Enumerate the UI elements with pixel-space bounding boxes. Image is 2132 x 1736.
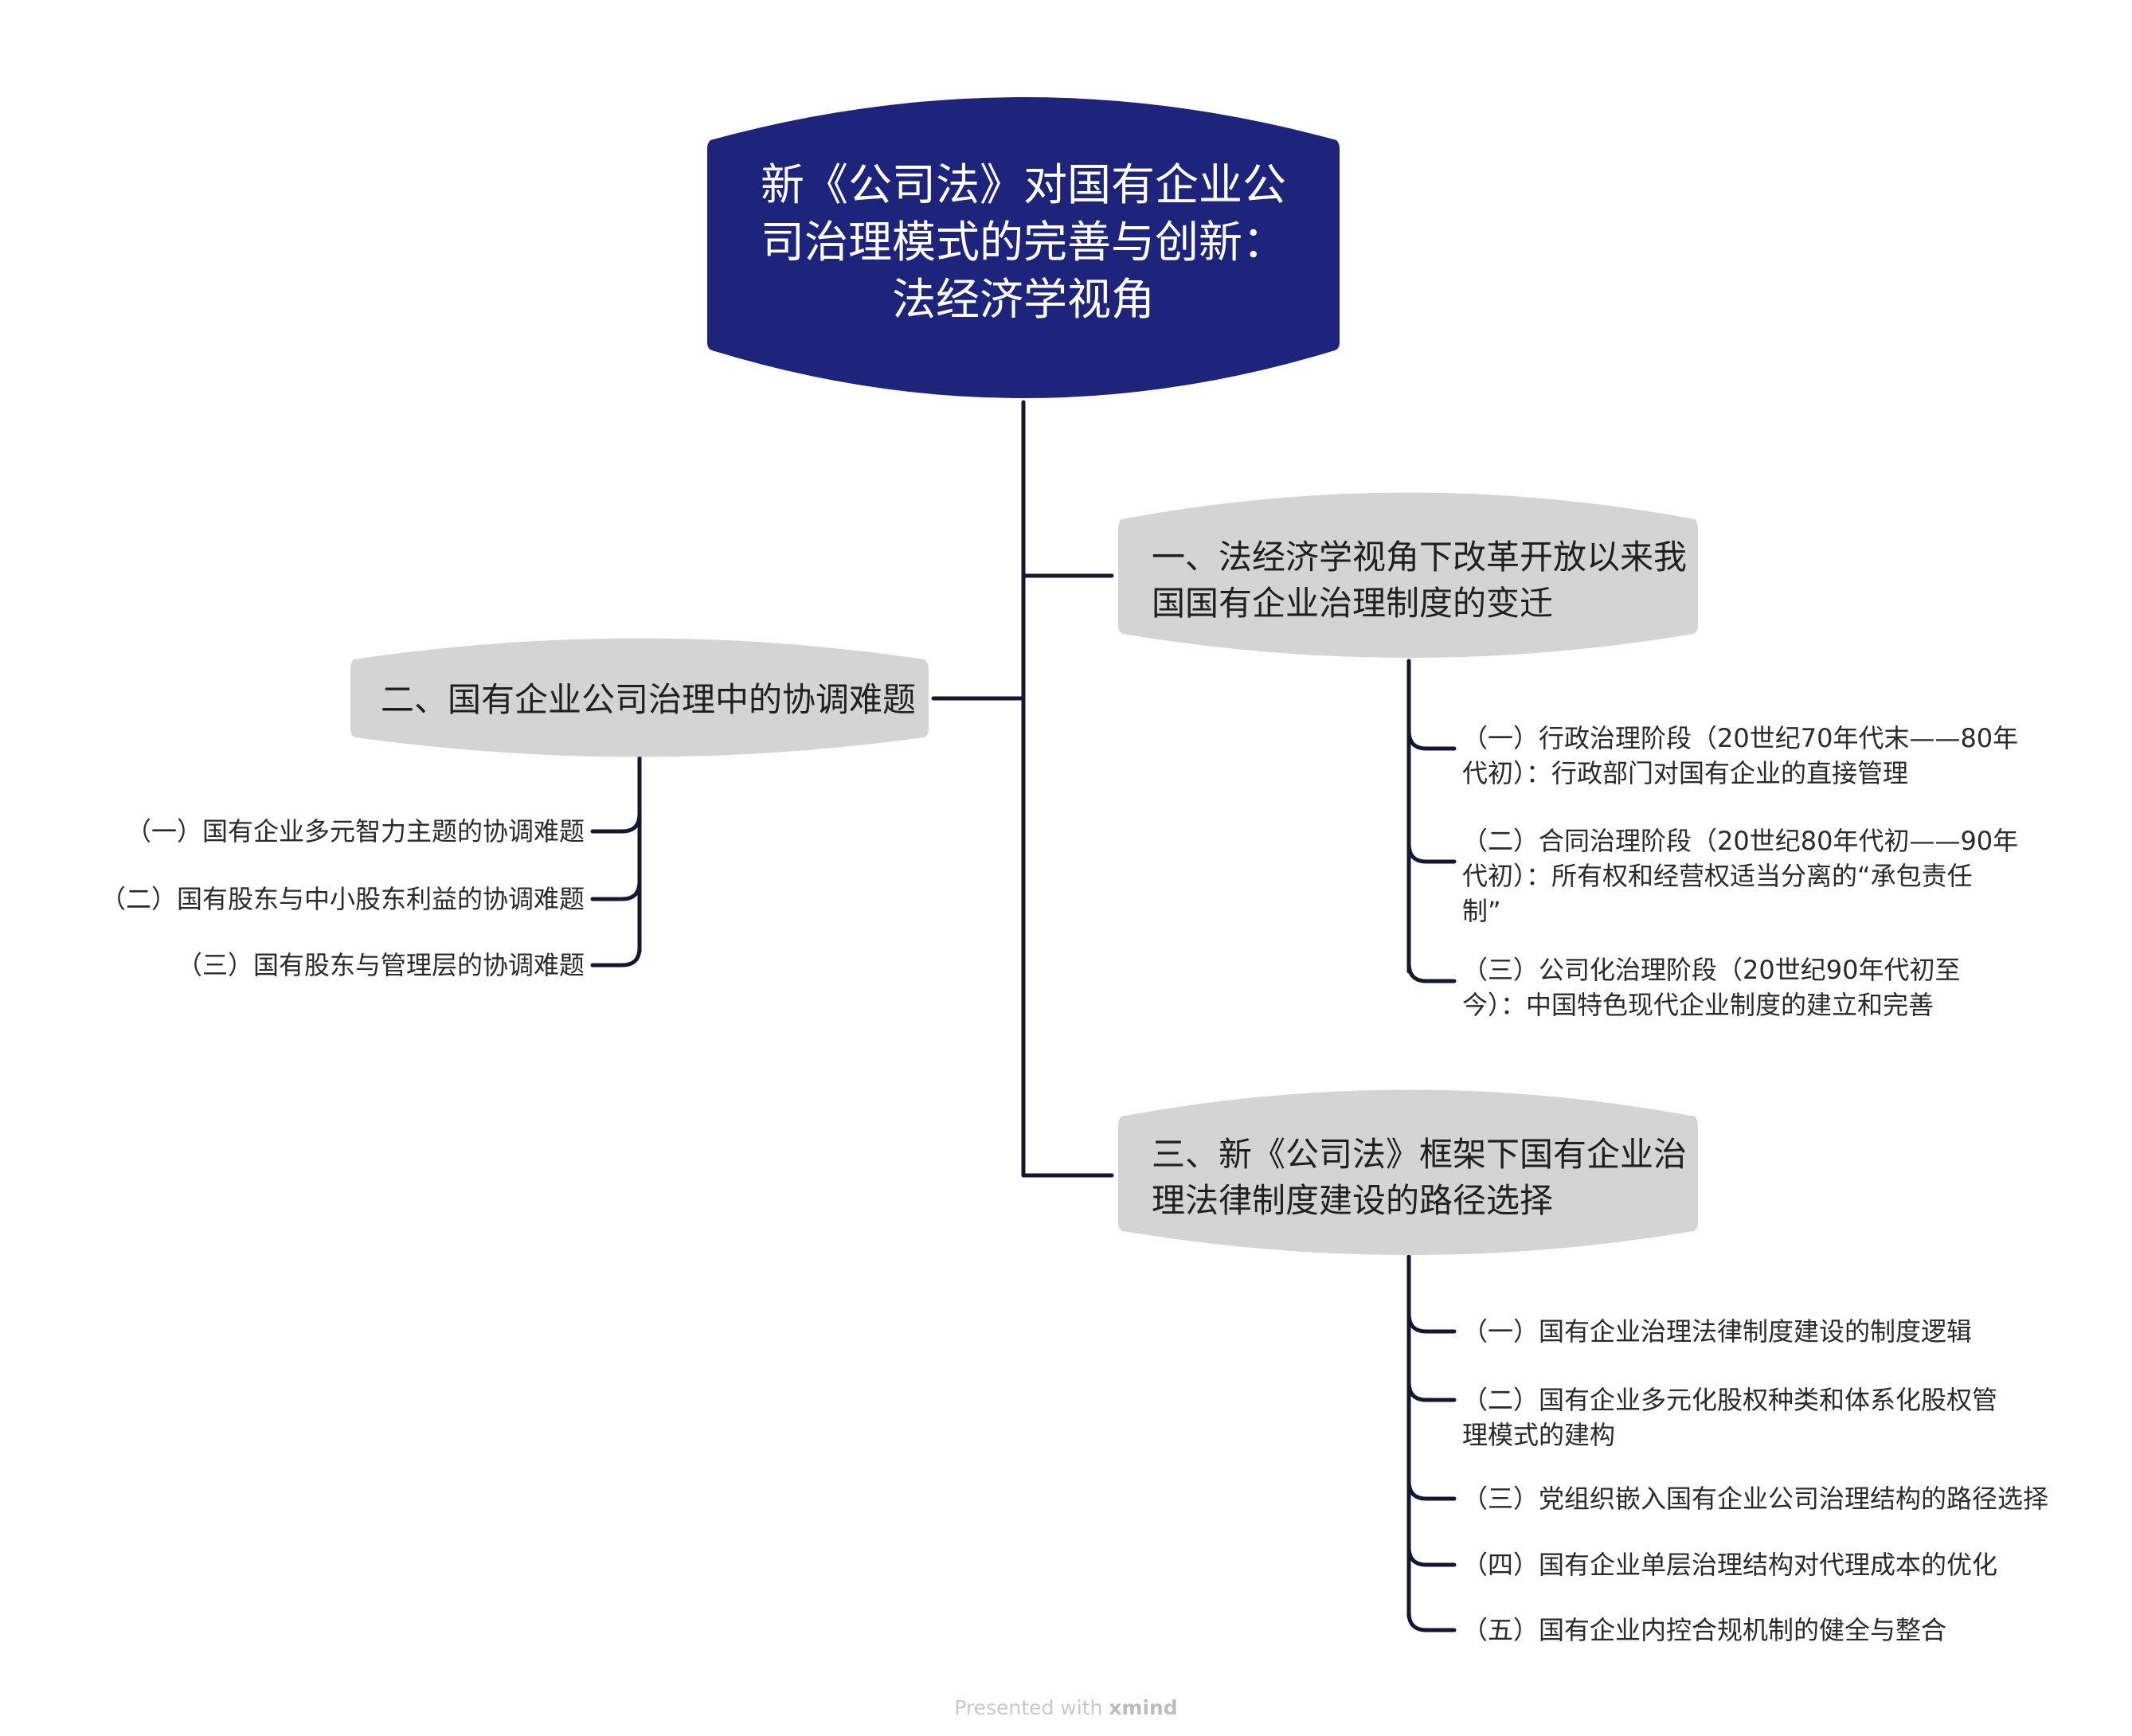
footer-watermark: Presented with xmind xyxy=(0,1696,2132,1719)
root-topic-label: 新《公司法》对国有企业公 司治理模式的完善与创新： 法经济学视角 xyxy=(760,159,1286,325)
branch-3-subtopic-1[interactable]: （一）国有企业治理法律制度建设的制度逻辑 xyxy=(1462,1316,1973,1347)
branch-node-1-shape[interactable] xyxy=(1118,492,1698,659)
branch-3-subtopic-2[interactable]: （二）国有企业多元化股权种类和体系化股权管 理模式的建构 xyxy=(1462,1385,1998,1450)
connector-b3-c3 xyxy=(1406,1479,1457,1501)
branch-3-label: 三、新《公司法》框架下国有企业治 理法律制度建设的路径选择 xyxy=(1152,1135,1688,1220)
branch-1-label: 一、法经济学视角下改革开放以来我 国国有企业治理制度的变迁 xyxy=(1152,538,1688,623)
branch-2-subtopic-1[interactable]: （一）国有企业多元智力主题的协调难题 xyxy=(125,816,585,846)
branch-2-subtopic-2[interactable]: （二）国有股东与中小股东利益的协调难题 xyxy=(100,884,585,914)
connector-b3-c4 xyxy=(1406,1545,1457,1567)
root-node-shape[interactable] xyxy=(707,97,1340,398)
branch-node-2-shape[interactable] xyxy=(350,638,929,757)
branch-3-subtopic-4[interactable]: （四）国有企业单层治理结构对代理成本的优化 xyxy=(1462,1550,1998,1580)
branch-1-subtopic-3[interactable]: （三）公司化治理阶段（20世纪90年代初至 今）：中国特色现代企业制度的建立和完… xyxy=(1462,955,1961,1020)
branch-2-subtopic-3[interactable]: （三）国有股东与管理层的协调难题 xyxy=(176,950,585,980)
connector-b3-c2 xyxy=(1406,1380,1457,1402)
connector-b1-c2 xyxy=(1406,842,1457,864)
connector-lines xyxy=(590,400,1457,1632)
connector-b1-c3 xyxy=(1406,961,1457,983)
connector-b3-c1 xyxy=(1406,1312,1457,1334)
branch-2-label: 二、国有企业公司治理中的协调难题 xyxy=(381,680,917,719)
connector-b2-c2 xyxy=(590,879,642,901)
branch-node-3-shape[interactable] xyxy=(1118,1089,1698,1256)
connector-b2-c3 xyxy=(590,945,642,968)
branch-1-subtopic-1[interactable]: （一）行政治理阶段（20世纪70年代末——80年 代初）：行政部门对国有企业的直… xyxy=(1462,723,2019,788)
branch-1-subtopic-2[interactable]: （二）合同治理阶段（20世纪80年代初——90年 代初）：所有权和经营权适当分离… xyxy=(1462,826,2019,926)
footer-prefix: Presented with xyxy=(954,1696,1109,1719)
branch-3-subtopic-3[interactable]: （三）党组织嵌入国有企业公司治理结构的路径选择 xyxy=(1462,1484,2049,1514)
branch-3-subtopic-5[interactable]: （五）国有企业内控合规机制的健全与整合 xyxy=(1462,1615,1947,1645)
xmind-logo-text: xmind xyxy=(1109,1696,1178,1719)
connector-b3-c5 xyxy=(1406,1610,1457,1632)
connector-b1-c1 xyxy=(1406,729,1457,751)
connector-b2-c1 xyxy=(590,811,642,834)
